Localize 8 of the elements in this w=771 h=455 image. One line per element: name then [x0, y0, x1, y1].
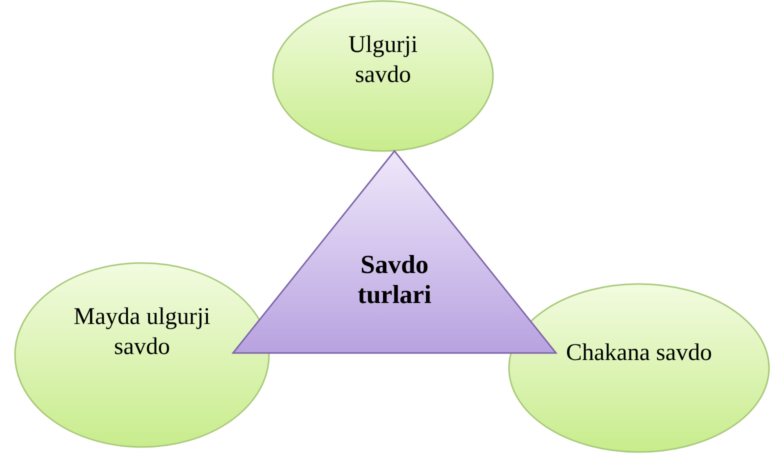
category-label: Chakana savdo [565, 339, 713, 368]
oval-node [508, 283, 770, 453]
category-label: Savdo turlari [356, 250, 432, 310]
triangle-node [232, 150, 557, 354]
category-label: Ulgurji savdo [347, 31, 419, 90]
oval-node [272, 0, 494, 152]
category-label: Mayda ulgurji savdo [72, 303, 212, 362]
oval-node [14, 262, 270, 448]
